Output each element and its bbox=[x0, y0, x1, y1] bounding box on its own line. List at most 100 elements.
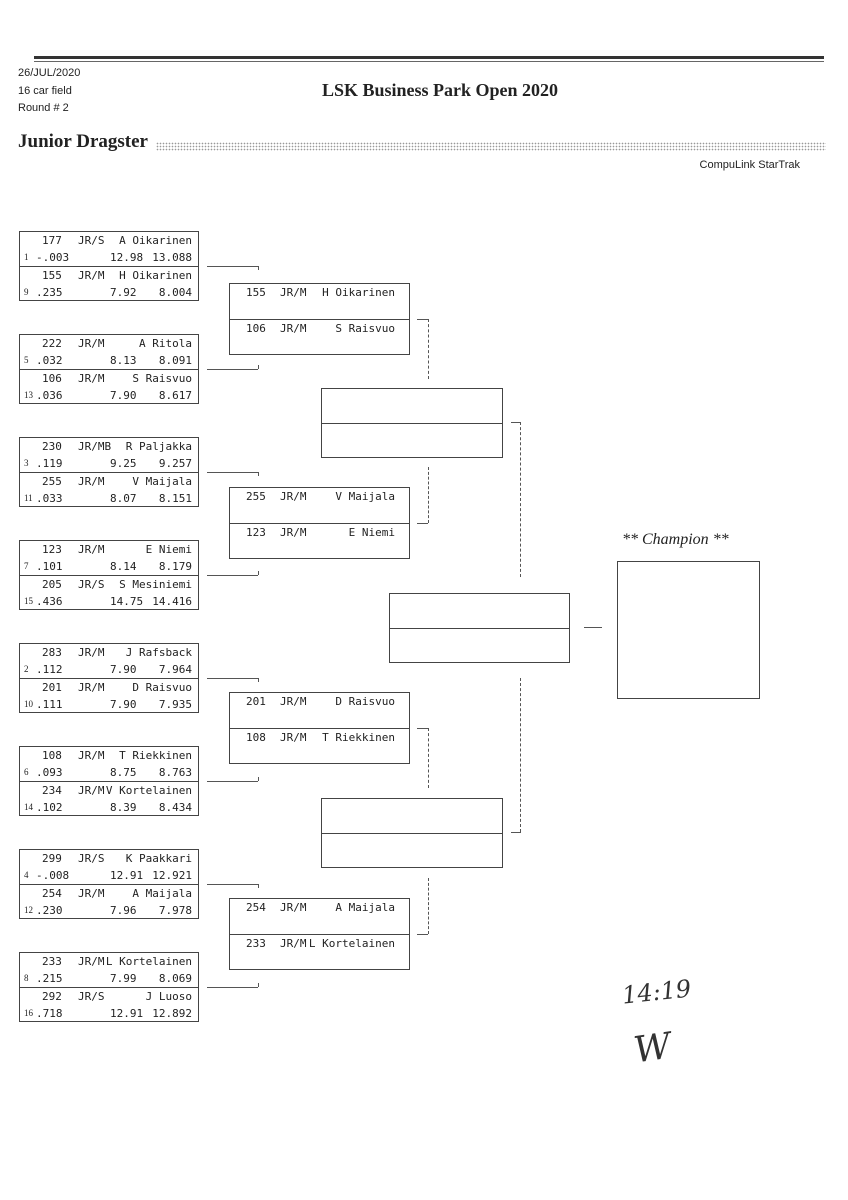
car-number: 177 bbox=[42, 234, 62, 247]
field-size: 16 car field bbox=[18, 85, 72, 97]
driver-name: E Niemi bbox=[348, 526, 395, 539]
car-number: 155 bbox=[246, 286, 266, 299]
driver-name: D Raisvuo bbox=[132, 681, 192, 694]
driver-name: T Riekkinen bbox=[119, 749, 192, 762]
semifinal-matchup bbox=[321, 798, 503, 868]
connector-line bbox=[207, 266, 258, 267]
header-rule bbox=[34, 56, 824, 59]
elapsed-time: 13.088 bbox=[152, 251, 192, 264]
reaction-time: .230 bbox=[36, 904, 63, 917]
car-class: JR/M bbox=[280, 286, 307, 299]
car-number: 201 bbox=[246, 695, 266, 708]
dial-in: 12.98 bbox=[110, 251, 144, 264]
car-number: 155 bbox=[42, 269, 62, 282]
elapsed-time: 8.004 bbox=[158, 286, 192, 299]
car-class: JR/M bbox=[280, 526, 307, 539]
car-class: JR/M bbox=[78, 784, 105, 797]
connector-line bbox=[207, 781, 258, 782]
connector-line bbox=[258, 884, 259, 888]
dial-in: 8.75 bbox=[110, 766, 137, 779]
reaction-time: .119 bbox=[36, 457, 63, 470]
connector-line bbox=[207, 369, 258, 370]
reaction-time: .111 bbox=[36, 698, 63, 711]
connector-line bbox=[258, 777, 259, 781]
reaction-time: .718 bbox=[36, 1007, 63, 1020]
driver-name: R Paljakka bbox=[125, 440, 192, 453]
car-class: JR/M bbox=[78, 337, 105, 350]
connector-line bbox=[417, 728, 428, 729]
connector-line bbox=[417, 319, 428, 320]
driver-name: J Rafsback bbox=[125, 646, 192, 659]
connector-line bbox=[258, 678, 259, 682]
car-number: 222 bbox=[42, 337, 62, 350]
car-class: JR/M bbox=[78, 681, 105, 694]
connector-line bbox=[428, 728, 429, 788]
reaction-time: .112 bbox=[36, 663, 63, 676]
connector-line bbox=[207, 472, 258, 473]
connector-line bbox=[258, 571, 259, 575]
seed-number: 2 bbox=[24, 664, 29, 674]
event-title: LSK Business Park Open 2020 bbox=[321, 80, 559, 100]
car-class: JR/M bbox=[78, 955, 105, 968]
car-class: JR/S bbox=[78, 578, 105, 591]
car-class: JR/M bbox=[78, 749, 105, 762]
driver-name: A Maijala bbox=[132, 887, 192, 900]
dial-in: 7.90 bbox=[110, 698, 137, 711]
seed-number: 11 bbox=[24, 493, 33, 503]
seed-number: 9 bbox=[24, 287, 29, 297]
car-number: 254 bbox=[42, 887, 62, 900]
car-class: JR/M bbox=[280, 731, 307, 744]
elapsed-time: 8.091 bbox=[158, 354, 192, 367]
driver-name: L Kortelainen bbox=[105, 955, 192, 968]
elapsed-time: 8.617 bbox=[158, 389, 192, 402]
reaction-time: .036 bbox=[36, 389, 63, 402]
car-class: JR/M bbox=[78, 543, 105, 556]
seed-number: 12 bbox=[24, 905, 33, 915]
car-number: 255 bbox=[42, 475, 62, 488]
driver-name: S Raisvuo bbox=[335, 322, 395, 335]
car-class: JR/M bbox=[78, 475, 105, 488]
driver-name: S Mesiniemi bbox=[119, 578, 192, 591]
software-credit: CompuLink StarTrak bbox=[699, 159, 800, 171]
elapsed-time: 7.978 bbox=[158, 904, 192, 917]
